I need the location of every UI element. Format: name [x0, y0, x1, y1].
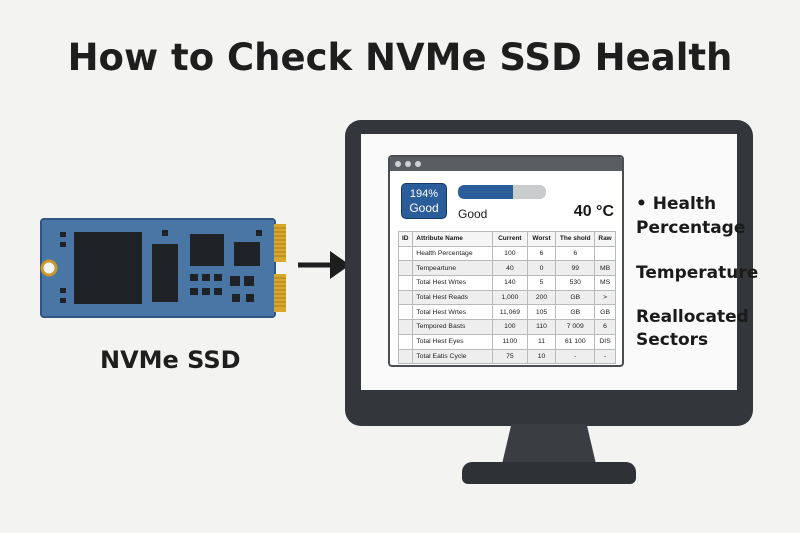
monitor-stand-neck — [502, 424, 596, 464]
cell-worst: 200 — [526, 289, 557, 306]
cell-id — [397, 260, 414, 277]
cell-raw: - — [594, 348, 616, 365]
col-header-worst: Worst — [526, 231, 557, 247]
cell-raw: MB — [594, 260, 616, 277]
cell-attribute-name: Tempored Basts — [412, 319, 493, 335]
cell-worst: 110 — [526, 319, 557, 335]
cell-raw: DIS — [594, 333, 616, 350]
cell-current: 140 — [491, 275, 528, 291]
ssd-label: NVMe SSD — [100, 346, 241, 374]
table-row[interactable]: Total Eatis Cycle 75 10 - - — [397, 348, 616, 365]
col-header-threshold: The shold — [555, 231, 596, 247]
cell-threshold: 61 100 — [555, 333, 596, 350]
legend-item-reallocated: Reallocated — [636, 307, 749, 327]
cell-worst: 6 — [526, 245, 557, 262]
cell-id — [397, 348, 414, 365]
ssd-board-icon — [40, 218, 286, 318]
table-row[interactable]: Total Hest Eyes 1100 11 61 100 DIS — [397, 333, 616, 350]
health-progress-fill — [458, 185, 513, 199]
col-header-attribute-name: Attribute Name — [412, 231, 493, 247]
cell-threshold: - — [555, 348, 596, 365]
table-row[interactable]: Total Hest Wrtes 140 5 530 MS — [397, 275, 616, 291]
cell-id — [397, 275, 414, 291]
health-badge-status: Good — [409, 201, 439, 215]
health-percent: 194% — [409, 188, 439, 200]
cell-raw: MS — [594, 275, 616, 291]
cell-current: 100 — [491, 319, 528, 335]
nvme-ssd-illustration — [40, 218, 288, 318]
cell-id — [397, 245, 414, 262]
cell-worst: 105 — [526, 304, 557, 321]
cell-attribute-name: Total Hest Reads — [412, 289, 493, 306]
window-titlebar[interactable] — [390, 157, 622, 171]
window-minimize-icon[interactable] — [405, 161, 411, 167]
cell-threshold: 530 — [555, 275, 596, 291]
ssd-health-app-window: 194% Good Good 40 °C ID Attribute Name C… — [388, 155, 624, 367]
legend-item-percentage: Percentage — [636, 218, 746, 238]
temperature-readout: 40 °C — [573, 203, 614, 220]
cell-id — [397, 333, 414, 350]
cell-attribute-name: Total Hest Wrtes — [412, 275, 493, 291]
col-header-raw: Raw — [594, 231, 616, 247]
table-row[interactable]: Health Percentage 100 6 6 — [397, 245, 616, 262]
cell-raw: > — [594, 289, 616, 306]
health-status-text: Good — [458, 207, 488, 221]
cell-attribute-name: Total Hest Wrtes — [412, 304, 493, 321]
cell-threshold: 7 009 — [555, 319, 596, 335]
cell-current: 100 — [491, 245, 528, 262]
cell-current: 1100 — [491, 333, 528, 350]
col-header-id: ID — [397, 231, 414, 247]
cell-threshold: GB — [555, 289, 596, 306]
col-header-current: Current — [491, 231, 528, 247]
legend-item-health: • Health — [636, 194, 717, 214]
health-progress-bar — [458, 185, 546, 199]
page-title: How to Check NVMe SSD Health — [67, 36, 733, 79]
cell-current: 40 — [491, 260, 528, 277]
legend-item-temperature: Temperature — [636, 263, 759, 283]
cell-id — [397, 289, 414, 306]
table-header-row: ID Attribute Name Current Worst The shol… — [397, 231, 616, 247]
table-row[interactable]: Total Hest Wrtes 11,069 105 GB GB — [397, 304, 616, 321]
cell-threshold: 6 — [555, 245, 596, 262]
cell-threshold: GB — [555, 304, 596, 321]
cell-attribute-name: Total Hest Eyes — [412, 333, 493, 350]
cell-raw: GB — [594, 304, 616, 321]
cell-current: 75 — [491, 348, 528, 365]
smart-attributes-table: ID Attribute Name Current Worst The shol… — [397, 231, 616, 365]
cell-worst: 5 — [526, 275, 557, 291]
table-row[interactable]: Total Hest Reads 1,000 200 GB > — [397, 289, 616, 306]
legend-item-sectors: Sectors — [636, 330, 709, 350]
cell-current: 11,069 — [491, 304, 528, 321]
table-row[interactable]: Tempeartune 40 0 99 MB — [397, 260, 616, 277]
monitor-stand-base — [462, 462, 636, 484]
cell-attribute-name: Tempeartune — [412, 260, 493, 277]
cell-worst: 0 — [526, 260, 557, 277]
cell-threshold: 99 — [555, 260, 596, 277]
cell-worst: 11 — [526, 333, 557, 350]
cell-id — [397, 319, 414, 335]
window-close-icon[interactable] — [395, 161, 401, 167]
cell-current: 1,000 — [491, 289, 528, 306]
cell-raw: 6 — [594, 319, 616, 335]
cell-id — [397, 304, 414, 321]
cell-attribute-name: Total Eatis Cycle — [412, 348, 493, 365]
table-row[interactable]: Tempored Basts 100 110 7 009 6 — [397, 319, 616, 335]
window-maximize-icon[interactable] — [415, 161, 421, 167]
arrow-right-icon — [298, 251, 350, 279]
cell-attribute-name: Health Percentage — [412, 245, 493, 262]
cell-worst: 10 — [526, 348, 557, 365]
cell-raw — [594, 245, 616, 262]
health-badge: 194% Good — [401, 183, 447, 219]
